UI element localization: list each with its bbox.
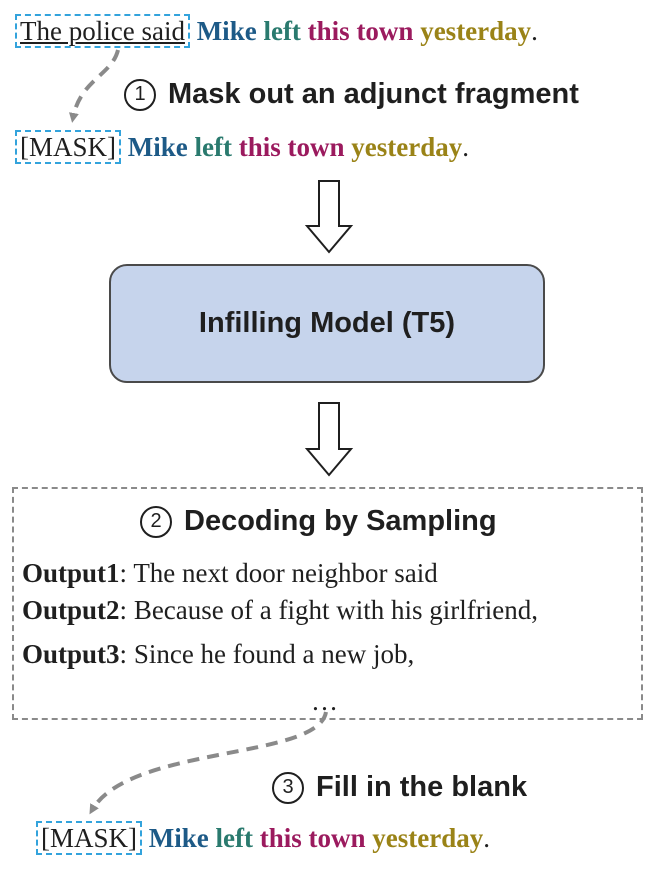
step3-text: Fill in the blank: [316, 771, 528, 803]
infilling-model-box: Infilling Model (T5): [109, 264, 545, 383]
adjunct-fragment: The police said: [15, 14, 190, 48]
step2-circle: 2: [140, 505, 172, 538]
period: .: [483, 823, 490, 853]
down-arrow-icon: [304, 180, 354, 254]
output-sep: :: [119, 558, 134, 588]
period: .: [462, 132, 469, 162]
fill-arrow: [89, 711, 328, 815]
word-this-town: this town: [238, 132, 345, 162]
word-this-town: this town: [259, 823, 366, 853]
word-left: left: [215, 823, 253, 853]
step2-text: Decoding by Sampling: [184, 505, 497, 537]
output-sep: :: [119, 595, 134, 625]
ellipsis: …: [311, 686, 338, 716]
mask-token: [MASK]: [36, 821, 143, 855]
output-text: Because of a fight with his girlfriend,: [133, 595, 538, 625]
step3-circle: 3: [272, 771, 304, 804]
output-text: Since he found a new job,: [133, 639, 415, 669]
down-arrow-icon: [304, 402, 354, 477]
original-sentence: The police said Mike left this town yest…: [15, 14, 538, 48]
word-mike: Mike: [127, 132, 188, 162]
word-left: left: [194, 132, 232, 162]
step1-circle: 1: [124, 78, 156, 111]
output-text: The next door neighbor said: [133, 558, 438, 588]
output-label: Output2: [22, 595, 120, 625]
word-left: left: [263, 16, 301, 46]
step1-text: Mask out an adjunct fragment: [168, 78, 579, 110]
output-line-1: Output1: The next door neighbor said: [22, 558, 438, 589]
mask-token: [MASK]: [15, 130, 122, 164]
word-yesterday: yesterday: [420, 16, 532, 46]
output-sep: :: [119, 639, 134, 669]
word-mike: Mike: [148, 823, 209, 853]
word-mike: Mike: [196, 16, 257, 46]
period: .: [531, 16, 538, 46]
output-line-3: Output3: Since he found a new job,: [22, 639, 414, 670]
mask-arrow: [68, 49, 120, 123]
adjunct-text: The police said: [20, 16, 185, 46]
output-label: Output3: [22, 639, 120, 669]
word-yesterday: yesterday: [351, 132, 463, 162]
output-line-2: Output2: Because of a fight with his gir…: [22, 595, 538, 626]
output-label: Output1: [22, 558, 120, 588]
masked-sentence: [MASK] Mike left this town yesterday.: [15, 130, 469, 164]
word-yesterday: yesterday: [372, 823, 484, 853]
decoding-box: [12, 487, 643, 720]
word-this-town: this town: [307, 16, 414, 46]
model-label: Infilling Model (T5): [198, 307, 456, 339]
final-sentence: [MASK] Mike left this town yesterday.: [36, 821, 490, 855]
